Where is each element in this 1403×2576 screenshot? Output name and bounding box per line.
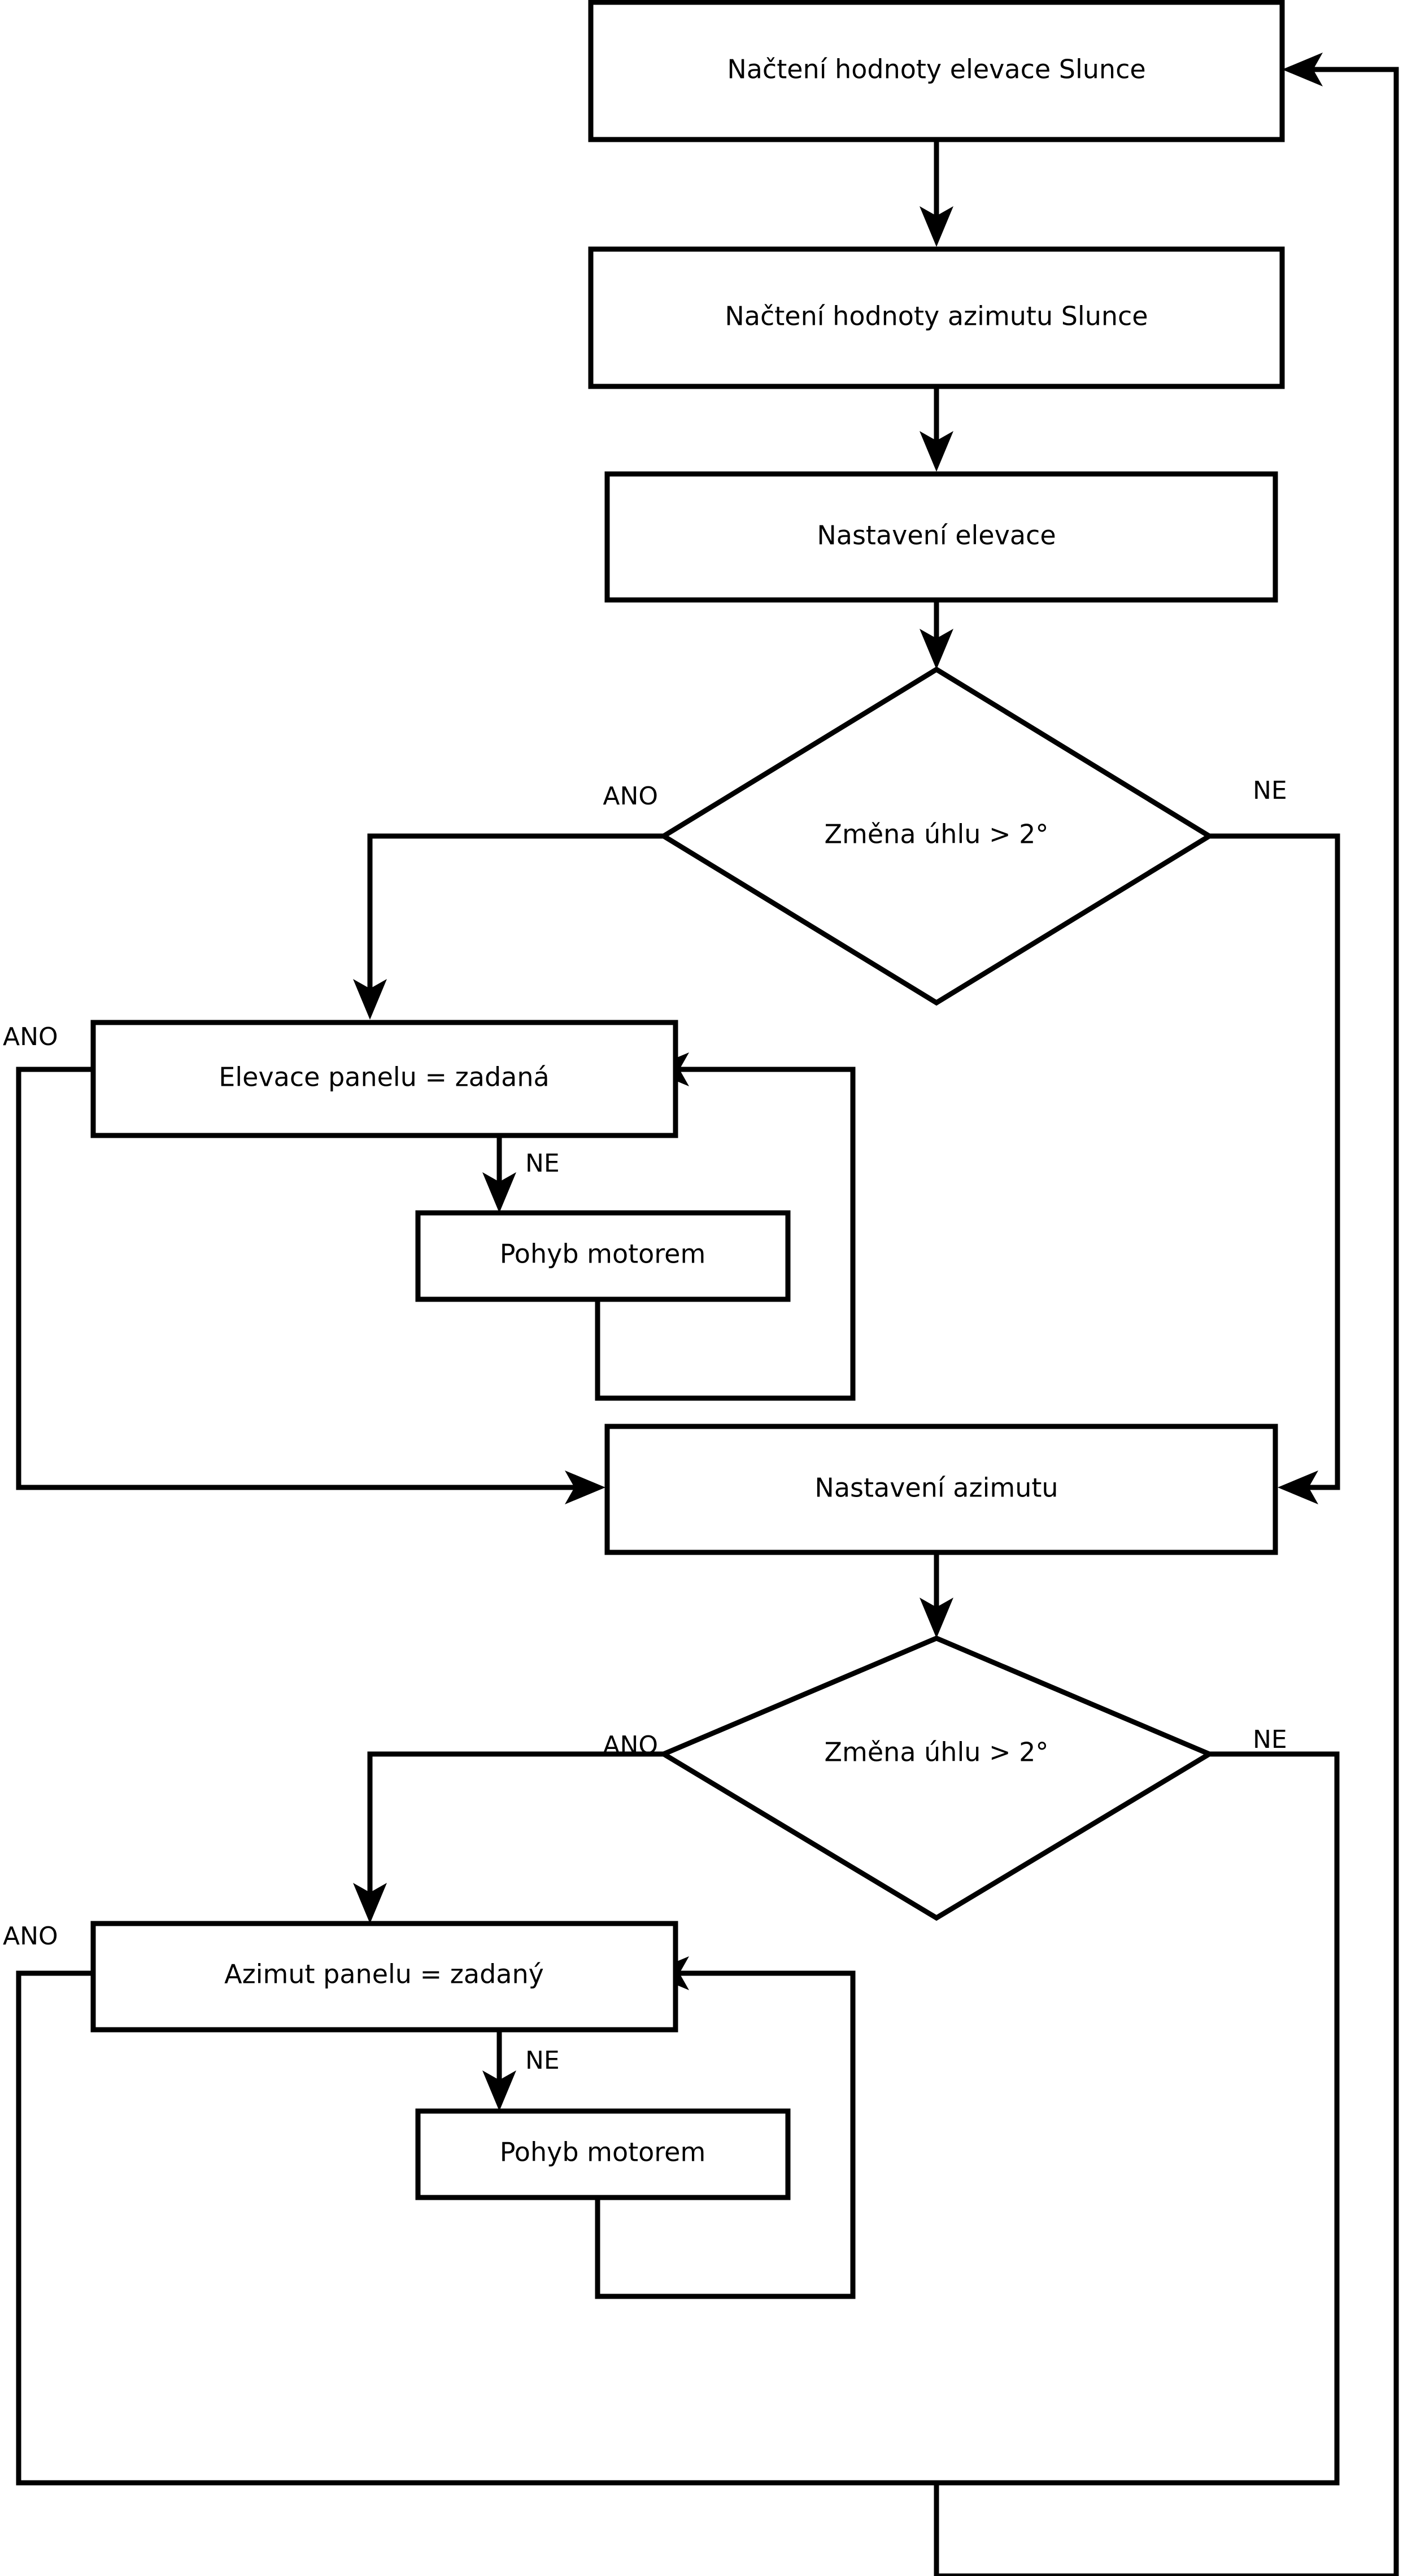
edge-label-panel-azimuth-yes: ANO [3,1922,58,1951]
node-motor-move-1[interactable]: Pohyb motorem [415,1210,791,1302]
edge-global-return-to-start [936,53,1399,2576]
edge-panel-elevation-no [482,1135,516,1213]
node-decision-elevation-label: Změna úhlu > 2° [825,819,1049,850]
node-read-azimuth-label: Načtení hodnoty azimutu Slunce [725,301,1148,332]
node-read-elevation[interactable]: Načtení hodnoty elevace Slunce [588,0,1285,142]
edge-label-decision-azimuth-yes: ANO [603,1731,658,1760]
edge-read-elevation-to-read-azimuth [920,140,953,247]
node-decision-elevation[interactable]: Změna úhlu > 2° [659,666,1214,1006]
edge-decision-azimuth-yes [353,1751,664,1924]
edge-decision-elevation-no [1209,833,1340,1504]
edge-label-panel-elevation-no: NE [525,1149,560,1178]
edge-panel-azimuth-yes [16,1970,936,2486]
node-set-elevation-label: Nastavení elevace [817,520,1056,551]
node-set-azimuth-label: Nastavení azimutu [814,1473,1058,1503]
node-decision-azimuth[interactable]: Změna úhlu > 2° [658,1635,1215,1921]
edge-panel-azimuth-no [482,2030,516,2111]
node-panel-azimuth-equals-label: Azimut panelu = zadaný [224,1959,544,1990]
node-set-elevation[interactable]: Nastavení elevace [604,471,1278,603]
edge-read-azimuth-to-set-elevation [920,386,953,472]
node-read-azimuth[interactable]: Načtení hodnoty azimutu Slunce [588,246,1285,389]
node-motor-move-1-label: Pohyb motorem [500,1239,706,1269]
edge-label-panel-elevation-yes: ANO [3,1022,58,1051]
node-motor-move-2[interactable]: Pohyb motorem [415,2108,791,2200]
edge-decision-elevation-yes [353,833,664,1020]
node-panel-elevation-equals[interactable]: Elevace panelu = zadaná [90,1020,678,1138]
edge-set-elevation-to-decision-elevation [920,600,953,669]
node-panel-azimuth-equals[interactable]: Azimut panelu = zadaný [90,1921,678,2033]
edge-decision-azimuth-no [934,1751,1340,2576]
edge-label-decision-azimuth-no: NE [1253,1725,1287,1754]
node-read-elevation-label: Načtení hodnoty elevace Slunce [727,54,1145,85]
node-decision-azimuth-label: Změna úhlu > 2° [825,1737,1049,1768]
edge-label-decision-elevation-yes: ANO [603,782,658,811]
edge-set-azimuth-to-decision-azimuth [920,1552,953,1638]
edge-label-decision-elevation-no: NE [1253,776,1287,805]
node-set-azimuth[interactable]: Nastavení azimutu [604,1424,1278,1555]
edge-panel-elevation-yes [16,1067,605,1504]
node-panel-elevation-equals-label: Elevace panelu = zadaná [219,1062,549,1093]
edge-label-panel-azimuth-no: NE [525,2046,560,2075]
node-motor-move-2-label: Pohyb motorem [500,2137,706,2168]
